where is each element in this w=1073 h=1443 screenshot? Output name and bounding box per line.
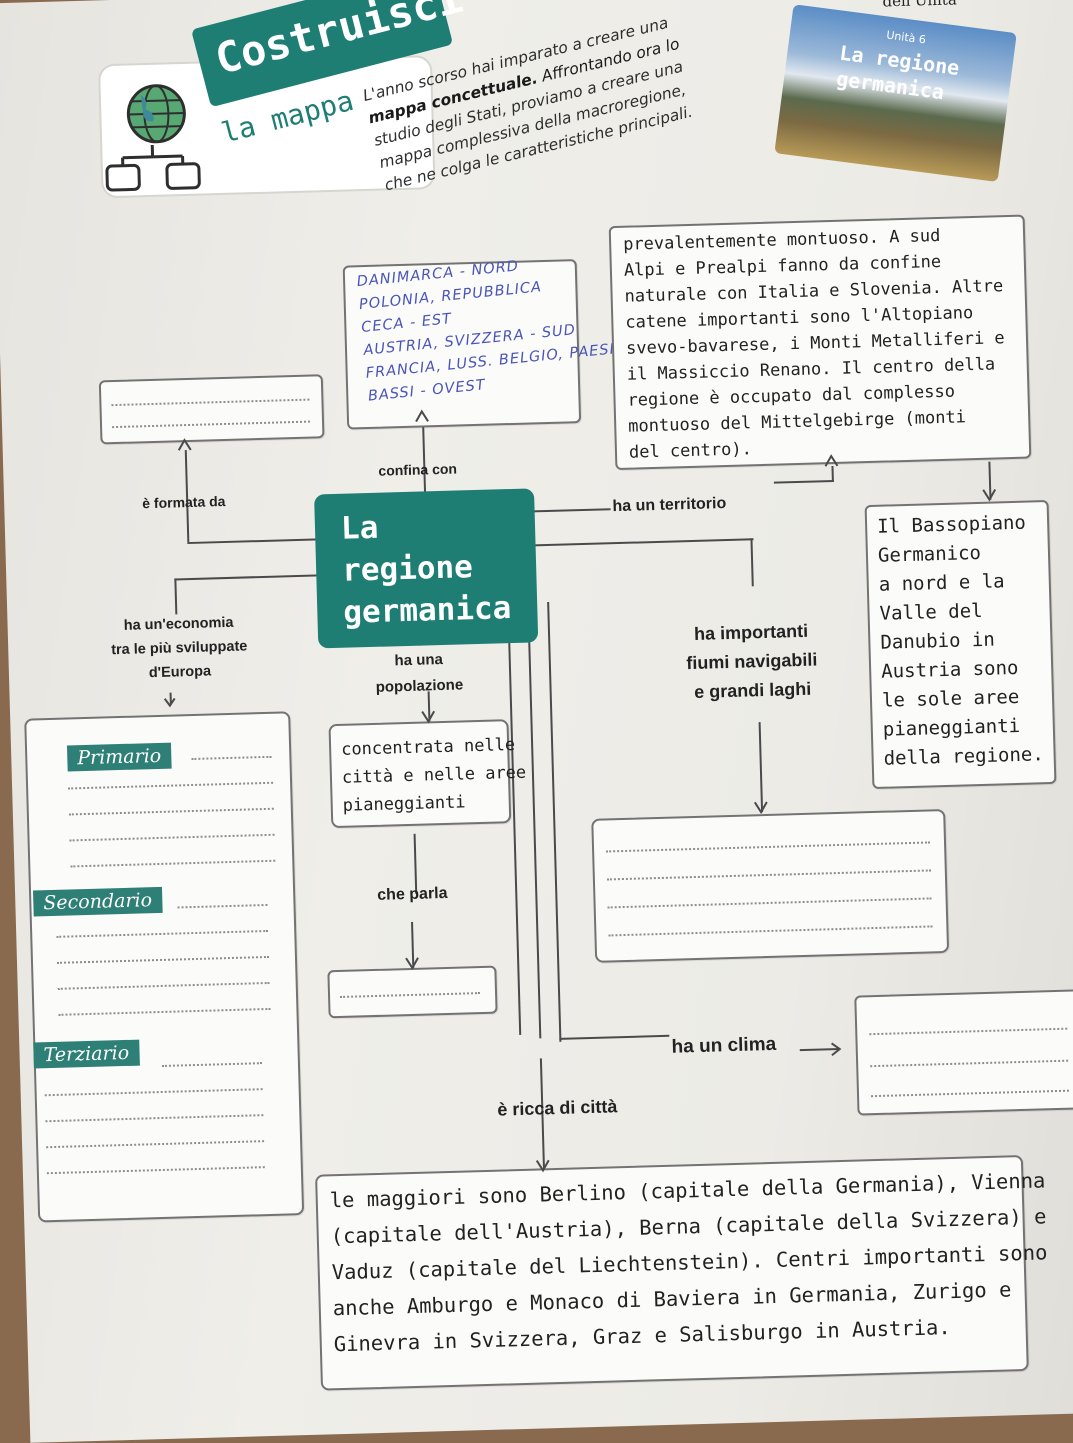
arrow-down-fiumi [755,802,767,812]
arrow-up-confina [416,411,428,421]
arrow-up-territorio [825,456,837,466]
arrow-right-clima [832,1043,840,1055]
arrow-up-formata [178,440,190,450]
arrow-down-economia [165,698,175,705]
arrow-down-lingua [406,958,418,968]
arrow-down-bassopiano [983,489,995,499]
arrow-down-popolazione [422,711,434,721]
arrow-down-citta [537,1160,549,1170]
